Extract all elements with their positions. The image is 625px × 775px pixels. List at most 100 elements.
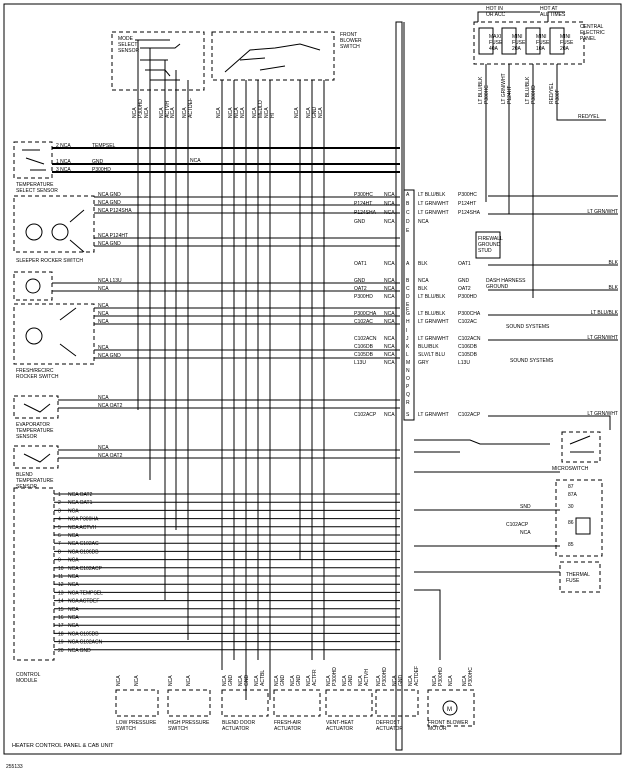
actuator-wire-label: NCAP300HD <box>376 667 388 686</box>
connector-right-circuit: C106DB <box>458 344 478 350</box>
text-line: HOT AT <box>540 6 558 12</box>
module-pin-wire: NCA P300HA <box>68 517 99 523</box>
blend-door-actuator-box <box>221 689 269 717</box>
text-line: GND <box>244 675 250 687</box>
connector-right-circuit: C105DB <box>458 352 478 358</box>
module-pin-wire: NCA C102ACN <box>68 640 103 646</box>
temp-select-pin: 1 NCA <box>56 159 71 165</box>
mode-wire-label: NCA <box>144 107 150 118</box>
connector-right-wire: LT BLU/BLK <box>418 294 446 300</box>
text-line: LOW PRESSURE <box>116 720 157 726</box>
connector-right-circuit: GND <box>458 278 470 284</box>
text-line: ACTVH <box>165 101 171 118</box>
actuator-wire-label: NCAGND <box>392 675 404 687</box>
connector-right-circuit: C102ACN <box>458 336 481 342</box>
module-pin-wire: NCA ACTVH <box>68 525 97 531</box>
lamp-icon <box>25 223 43 241</box>
left-wire-label: NCA <box>98 345 109 351</box>
text-line: NCA <box>240 107 246 118</box>
lamp-icon <box>25 278 41 294</box>
left-wire-label: NCA GND <box>98 353 121 359</box>
trunk-nca-label: NCA <box>190 158 201 164</box>
connector-left-wire: NCA <box>384 319 395 325</box>
text-line: GND <box>280 675 286 687</box>
module-pin-number: 15 <box>58 607 64 613</box>
mode-wire-label: NCAACTVH <box>159 101 171 118</box>
connector-left-wire: NCA <box>384 261 395 267</box>
text-line: ACTUATOR <box>222 726 249 732</box>
switch-contact-icon <box>59 307 77 357</box>
fuse-wire-label: LT GRN/WHTP124HT <box>501 73 513 104</box>
connector-left-wire: NCA <box>384 344 395 350</box>
temp-select-internals <box>22 149 46 171</box>
text-line: FRESH/RECIRC <box>16 368 54 374</box>
left-wire-label: NCA OAT2 <box>98 403 123 409</box>
mode-wire-label: NCAACTDEF <box>182 98 194 118</box>
blower-wire-label: NCA <box>294 107 300 118</box>
lamp-icon <box>25 327 43 345</box>
text-line: P300HD <box>438 667 444 686</box>
text-line: ACTDEF <box>414 666 420 686</box>
left-wire-label: NCA <box>98 395 109 401</box>
module-pin-wire: NCA GND <box>68 648 91 654</box>
connector-pin: O <box>406 376 410 382</box>
module-pin-number: 20 <box>58 648 64 654</box>
connector-left-wire: NCA <box>384 278 395 284</box>
text-line: NCA <box>274 675 280 686</box>
text-line: ACTFR <box>312 669 318 686</box>
text-line: ACTBL <box>260 670 266 686</box>
text-line: NCA <box>318 107 324 118</box>
connector-pin: K <box>406 344 410 350</box>
connector-pin: D <box>406 294 410 300</box>
dash-switch-l13u <box>13 271 53 301</box>
blend-sensor-box <box>13 445 59 469</box>
text-line: SENSOR <box>118 48 140 54</box>
microswitch-label: MICROSWITCH <box>552 466 589 472</box>
connector-left-wire: NCA <box>384 219 395 225</box>
text-line: ALL TIMES <box>540 12 566 18</box>
temp-select-box <box>13 141 53 179</box>
module-pin-number: 1 <box>58 492 61 498</box>
sleeper-rocker-switch: SLEEPER ROCKER SWITCH <box>13 195 95 264</box>
connector-right-wire: BLK <box>418 261 428 267</box>
connector-right-circuit: P124HT <box>458 201 476 207</box>
text-line: NCA <box>290 675 296 686</box>
connector-left-wire: NCA <box>384 294 395 300</box>
connector-pin: A <box>406 192 410 198</box>
text-line: NCA <box>238 675 244 686</box>
text-line: P300HD <box>138 99 144 118</box>
module-pin-wire: NCA <box>68 574 79 580</box>
text-line: 20A <box>512 46 522 52</box>
module-pin-number: 3 <box>58 508 61 514</box>
module-pin-wire: NCA <box>68 607 79 613</box>
connector-right-wire: LT GRN/WHT <box>418 412 449 418</box>
left-component-wires <box>52 196 400 459</box>
actuator-wire-label: NCAGND <box>342 675 354 687</box>
text-line: MAXI <box>489 34 501 40</box>
text-line: MINI <box>536 34 547 40</box>
text-line: LT GRN/WHT <box>501 73 507 104</box>
text-line: NCA <box>254 675 260 686</box>
fresh-air-actuator-box <box>273 689 321 717</box>
connector-right-wire: LT GRN/WHT <box>418 336 449 342</box>
right-edge-wires <box>488 195 618 430</box>
text-line: SENSOR <box>16 484 38 490</box>
text-line: P300HD <box>332 667 338 686</box>
connector-left-circuit: L13U <box>354 360 366 366</box>
text-line: NCA <box>216 107 222 118</box>
connector-pin: J <box>406 336 409 342</box>
microswitch-contact-icon <box>569 435 594 453</box>
temp-select-pin: 2 NCA <box>56 143 71 149</box>
text-line: NCA <box>116 675 122 686</box>
